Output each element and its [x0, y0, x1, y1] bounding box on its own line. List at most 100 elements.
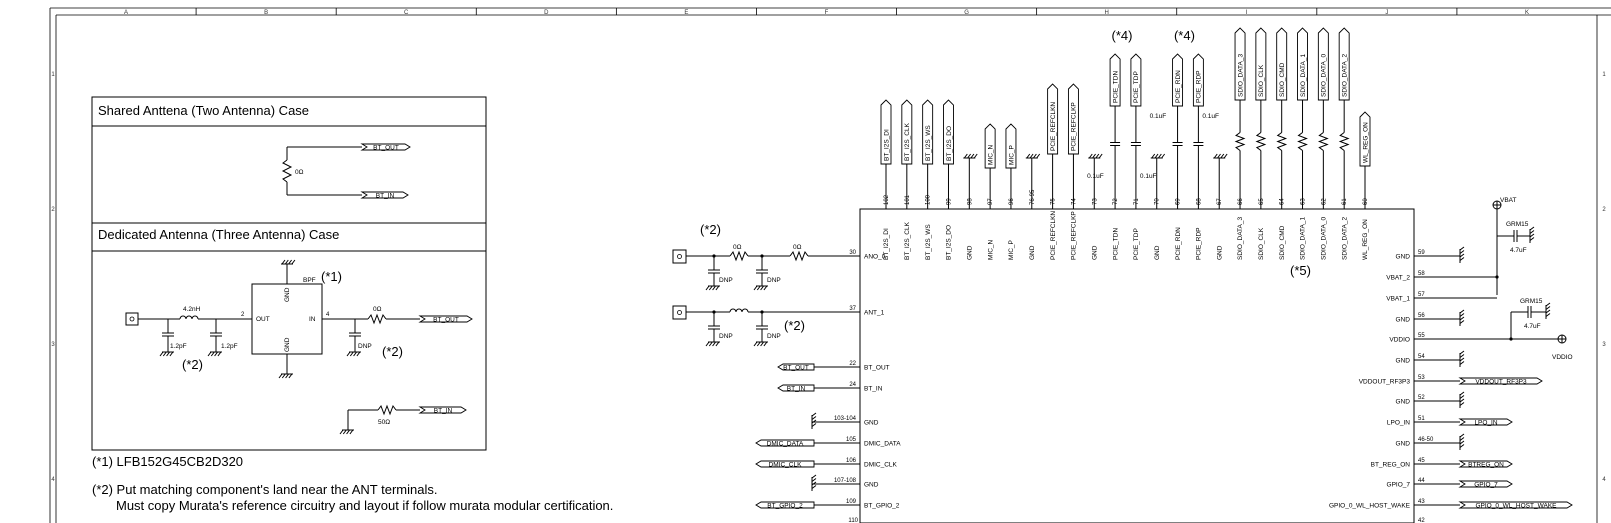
- svg-text:BT_I2S_DI: BT_I2S_DI: [883, 129, 890, 161]
- frame-row-label: 4: [1602, 477, 1606, 483]
- svg-text:DMIC_CLK: DMIC_CLK: [769, 461, 803, 468]
- svg-text:GND: GND: [967, 245, 974, 260]
- module-chip: (*5) 102BT_I2S_DIBT_I2S_DI101BT_I2S_CLKB…: [755, 27, 1573, 523]
- svg-text:101: 101: [905, 194, 911, 205]
- svg-text:PCIE_TDP: PCIE_TDP: [1133, 71, 1140, 103]
- svg-text:99: 99: [946, 198, 952, 205]
- frame-row-label: 1: [1602, 72, 1606, 78]
- svg-text:SDIO_CLK: SDIO_CLK: [1258, 64, 1265, 97]
- svg-text:BT_I2S_WS: BT_I2S_WS: [925, 125, 932, 161]
- svg-text:GND: GND: [864, 481, 879, 488]
- chip-mark: (*5): [1290, 263, 1311, 278]
- r50-value: 50Ω: [378, 419, 390, 426]
- frame-column-label: A: [124, 10, 128, 16]
- svg-text:BT_I2S_CLK: BT_I2S_CLK: [904, 122, 911, 161]
- svg-text:BT_REG_ON: BT_REG_ON: [1371, 461, 1411, 468]
- shared-resistor-value: 0Ω: [295, 169, 304, 176]
- svg-text:PCIE_REFCLKP: PCIE_REFCLKP: [1071, 211, 1078, 260]
- port-pcie_rdp: PCIE_RDP: [1192, 53, 1204, 107]
- svg-text:MIC_P: MIC_P: [1008, 240, 1015, 260]
- gnd-symbol: [207, 351, 222, 357]
- frame-column-label: H: [1105, 10, 1109, 16]
- svg-text:76-95: 76-95: [1030, 189, 1036, 205]
- svg-text:66: 66: [1238, 198, 1244, 205]
- svg-text:DNP: DNP: [767, 277, 781, 284]
- frame-row-label: 2: [1602, 207, 1606, 213]
- port-mic_p: MIC_P: [1005, 123, 1017, 169]
- svg-text:53: 53: [1418, 375, 1425, 381]
- svg-text:DNP: DNP: [767, 333, 781, 340]
- port-bt_i2s_di: BT_I2S_DI: [880, 99, 892, 165]
- svg-text:63: 63: [1301, 198, 1307, 205]
- svg-text:GND: GND: [1029, 245, 1036, 260]
- frame-column-label: G: [964, 10, 969, 16]
- note-2-line-1: (*2) Put matching component's land near …: [92, 482, 437, 497]
- gnd-symbol: [346, 351, 361, 357]
- gnd-symbol: [1150, 153, 1166, 159]
- power-area: VBAT GRM15 4.7uF GRM15 4.7uF VDDIO: [1492, 197, 1573, 361]
- svg-text:MIC_N: MIC_N: [987, 239, 994, 260]
- shared-antenna-box: Shared Anttena (Two Antenna) Case 0Ω BT_…: [91, 96, 487, 224]
- frame-row-label: 3: [1602, 342, 1606, 348]
- svg-text:BT_OUT: BT_OUT: [373, 144, 399, 151]
- port-dmic_clk: DMIC_CLK: [755, 460, 815, 468]
- port-pcie_tdn: PCIE_TDN: [1109, 53, 1121, 107]
- svg-text:SDIO_DATA_1: SDIO_DATA_1: [1300, 217, 1307, 260]
- dnp-capacitor: DNP: [705, 254, 733, 291]
- svg-text:WL_REG_ON: WL_REG_ON: [1362, 219, 1369, 260]
- svg-text:DMIC_DATA: DMIC_DATA: [767, 440, 804, 447]
- svg-text:22: 22: [849, 361, 856, 367]
- svg-text:LPO_IN: LPO_IN: [1387, 419, 1410, 426]
- inductor-value: 4.2nH: [183, 306, 201, 313]
- svg-text:43: 43: [1418, 499, 1425, 505]
- svg-text:BT_OUT: BT_OUT: [433, 316, 459, 323]
- svg-text:60: 60: [1363, 198, 1369, 205]
- svg-text:GPIO_0_WL_HOST_WAKE: GPIO_0_WL_HOST_WAKE: [1475, 502, 1557, 509]
- svg-text:100: 100: [926, 194, 932, 205]
- svg-text:BT_IN: BT_IN: [787, 385, 806, 392]
- svg-text:GND: GND: [1396, 316, 1411, 323]
- port-gpio_7: GPIO_7: [1458, 480, 1513, 488]
- cap-bot-value: 4.7uF: [1524, 323, 1541, 330]
- svg-text:PCIE_RDN: PCIE_RDN: [1175, 70, 1182, 103]
- svg-text:0.1uF: 0.1uF: [1087, 173, 1104, 180]
- gnd-symbol: [1459, 391, 1465, 408]
- svg-text:BT_GPIO_2: BT_GPIO_2: [767, 502, 803, 509]
- svg-text:GND: GND: [1216, 245, 1223, 260]
- svg-text:VDDOUT_RF3P3: VDDOUT_RF3P3: [1359, 378, 1411, 385]
- vbat-label: VBAT: [1500, 197, 1517, 204]
- svg-text:MIC_P: MIC_P: [1008, 145, 1015, 165]
- bpf-in-num: 4: [326, 312, 330, 318]
- svg-text:96: 96: [1009, 198, 1015, 205]
- svg-text:58: 58: [1418, 271, 1425, 277]
- bpf-gnd-top: GND: [284, 287, 291, 302]
- gnd-symbol: [1529, 226, 1535, 243]
- port-sdio_cmd: SDIO_CMD: [1276, 27, 1288, 101]
- svg-text:SDIO_DATA_2: SDIO_DATA_2: [1341, 217, 1348, 260]
- svg-text:46-50: 46-50: [1418, 437, 1434, 443]
- note-1: (*1) LFB152G45CB2D320: [92, 454, 243, 469]
- svg-text:PCIE_REFCLKP: PCIE_REFCLKP: [1071, 102, 1078, 151]
- svg-text:57: 57: [1418, 292, 1425, 298]
